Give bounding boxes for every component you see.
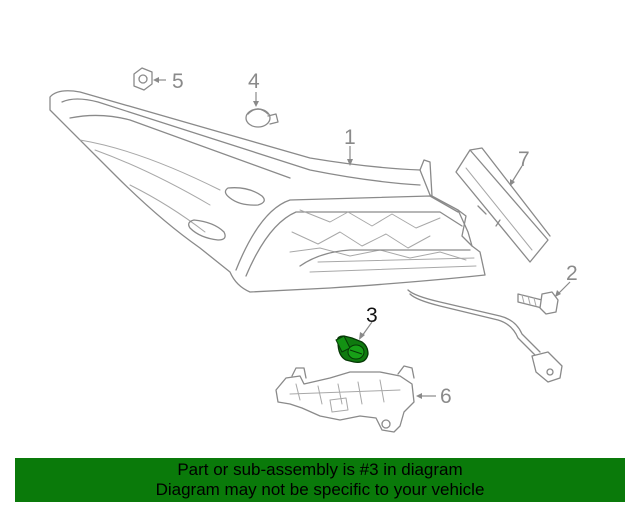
callout-4: 4 [248,70,260,93]
bolt[interactable] [517,291,559,315]
banner-line-2: Diagram may not be specific to your vehi… [155,480,485,499]
bulb-socket-highlighted[interactable] [335,335,369,363]
mounting-bracket[interactable] [275,365,415,433]
callout-3: 3 [366,304,378,327]
info-banner: Part or sub-assembly is #3 in diagram Di… [15,458,625,502]
callout-7: 7 [518,148,530,171]
lamp-gasket[interactable] [455,147,551,263]
retainer-clip[interactable] [245,108,279,128]
callout-1: 1 [344,126,356,149]
callout-5: 5 [172,70,184,93]
callout-2: 2 [566,262,578,285]
leader-lines [153,77,571,399]
hex-nut[interactable] [133,67,153,91]
banner-line-1: Part or sub-assembly is #3 in diagram [177,460,463,479]
tail-lamp-assembly[interactable] [49,90,563,383]
callout-6: 6 [440,385,452,408]
